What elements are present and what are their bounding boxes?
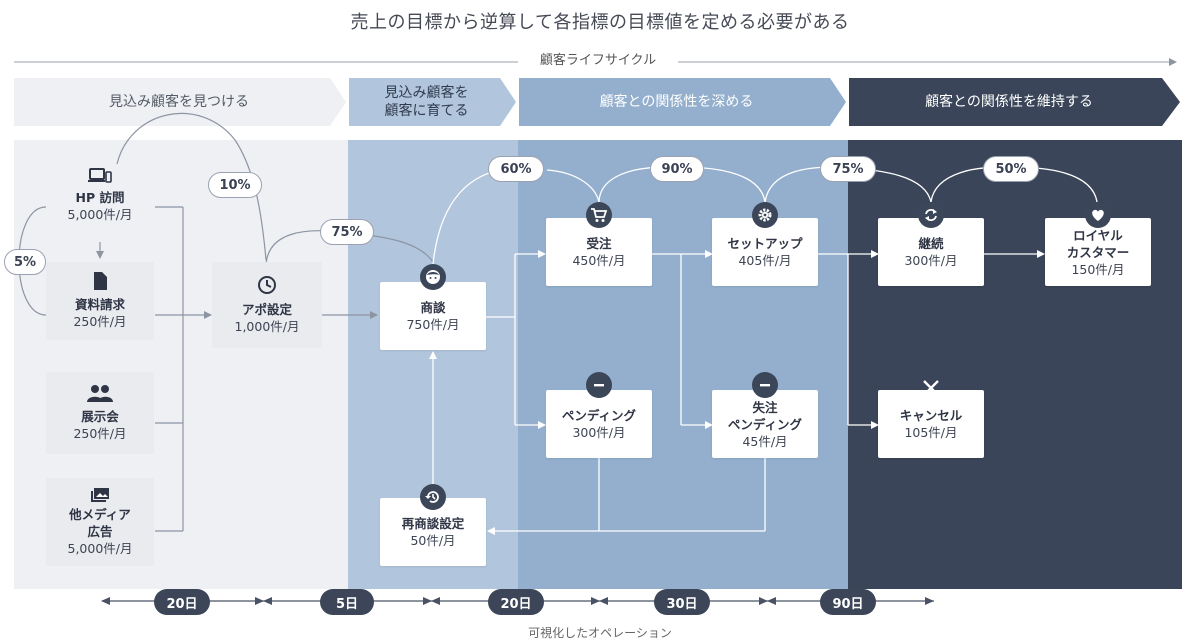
minus-circle-icon — [586, 372, 612, 398]
node-other-media: 他メディア 広告 5,000件/月 — [46, 478, 154, 566]
node-value: 450件/月 — [572, 253, 626, 268]
node-label: 受注 — [586, 236, 612, 251]
heart-icon — [1085, 202, 1111, 228]
node-label: 再商談設定 — [401, 516, 465, 531]
node-appointment: アポ設定 1,000件/月 — [212, 262, 322, 348]
person-face-icon — [420, 264, 446, 290]
node-pending: ペンディング 300件/月 — [546, 390, 652, 458]
node-value: 150件/月 — [1071, 261, 1125, 277]
rate-badge-10: 10% — [208, 172, 262, 198]
node-document-request: 資料請求 250件/月 — [46, 262, 154, 340]
phase-chevron-1 — [14, 78, 346, 126]
phase-maintain: 顧客との関係性を維持する — [849, 78, 1169, 126]
node-value: 405件/月 — [738, 253, 792, 268]
node-label: ペンディング — [561, 408, 637, 423]
node-label: 失注 ペンディング — [727, 399, 803, 432]
node-value: 750件/月 — [406, 317, 460, 332]
gear-icon — [752, 202, 778, 228]
duration-badge: 90日 — [820, 589, 876, 615]
document-icon — [94, 272, 107, 290]
node-value: 250件/月 — [73, 314, 127, 329]
node-hp-visit: HP 訪問 5,000件/月 — [46, 160, 154, 230]
node-label: 資料請求 — [74, 297, 125, 312]
node-value: 50件/月 — [410, 533, 456, 548]
node-value: 1,000件/月 — [234, 319, 300, 334]
phase-deepen: 顧客との関係性を深める — [519, 78, 834, 126]
phase-label: 顧客との関係性を深める — [599, 94, 754, 110]
node-label: ロイヤル カスタマー — [1066, 227, 1130, 260]
lifecycle-label: 顧客ライフサイクル — [518, 50, 678, 72]
people-icon — [87, 385, 113, 402]
duration-badge: 20日 — [154, 589, 210, 615]
footer-caption: 可視化したオペレーション — [528, 626, 672, 640]
node-cancel: キャンセル 105件/月 — [878, 390, 984, 458]
node-label: キャンセル — [899, 408, 963, 423]
node-label: 展示会 — [81, 409, 119, 424]
phase-label: 見込み顧客を 顧客に育てる — [384, 85, 469, 119]
cart-icon — [586, 202, 612, 228]
rate-badge-75-apo: 75% — [320, 219, 374, 245]
history-icon — [420, 484, 446, 510]
node-value: 5,000件/月 — [67, 207, 133, 222]
photos-icon — [91, 487, 109, 502]
node-value: 105件/月 — [904, 425, 958, 440]
rate-badge-50: 50% — [983, 156, 1039, 182]
zone-4 — [848, 140, 1182, 589]
node-negotiation: 商談 750件/月 — [380, 282, 486, 350]
node-value: 45件/月 — [742, 433, 788, 449]
node-value: 5,000件/月 — [67, 540, 133, 556]
node-value: 300件/月 — [572, 425, 626, 440]
node-exhibition: 展示会 250件/月 — [46, 372, 154, 454]
rate-badge-5: 5% — [4, 249, 46, 275]
phase-find-prospects: 見込み顧客を見つける — [14, 78, 344, 126]
phase-chevron-4 — [849, 78, 1180, 126]
node-label: 継続 — [918, 236, 944, 251]
node-lost-pending: 失注 ペンディング 45件/月 — [712, 390, 818, 458]
phase-chevron-3 — [519, 78, 846, 126]
duration-badge: 20日 — [488, 589, 544, 615]
node-label: 他メディア 広告 — [69, 506, 131, 539]
refresh-icon — [918, 202, 944, 228]
phase-label: 顧客との関係性を維持する — [925, 94, 1093, 110]
duration-badge: 5日 — [320, 589, 374, 615]
node-label: セットアップ — [727, 236, 803, 251]
node-value: 300件/月 — [904, 253, 958, 268]
phase-nurture: 見込み顧客を 顧客に育てる — [349, 78, 504, 126]
node-label: 商談 — [420, 300, 446, 315]
node-order: 受注 450件/月 — [546, 218, 652, 286]
node-setup: セットアップ 405件/月 — [712, 218, 818, 286]
node-continuation: 継続 300件/月 — [878, 218, 984, 286]
laptop-phone-icon — [88, 168, 112, 183]
node-label: アポ設定 — [241, 302, 292, 317]
rate-badge-90: 90% — [650, 156, 704, 182]
duration-badge: 30日 — [654, 589, 710, 615]
node-value: 250件/月 — [73, 426, 127, 441]
phase-label: 見込み顧客を見つける — [109, 94, 249, 110]
zone-3 — [518, 140, 848, 589]
phase-chevron-2 — [349, 78, 516, 126]
clock-icon — [258, 276, 276, 294]
rate-badge-75-setup: 75% — [820, 156, 876, 182]
minus-circle-icon — [752, 372, 778, 398]
node-loyal-customer: ロイヤル カスタマー 150件/月 — [1045, 218, 1151, 286]
rate-badge-60: 60% — [488, 156, 544, 182]
page-title: 売上の目標から逆算して各指標の目標値を定める必要がある — [350, 12, 850, 33]
node-label: HP 訪問 — [75, 190, 125, 205]
close-icon — [918, 375, 944, 401]
